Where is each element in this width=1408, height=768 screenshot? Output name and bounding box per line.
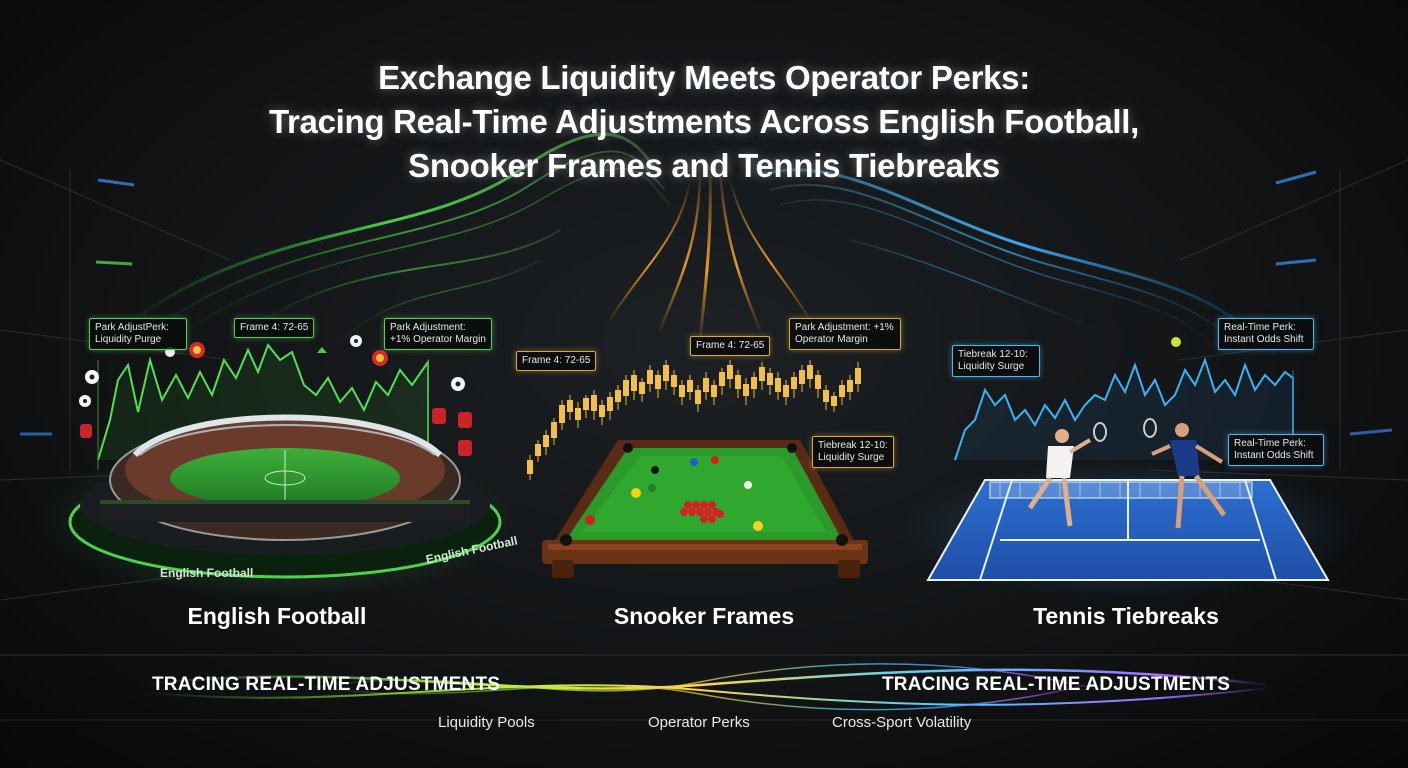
callout-text: Park Adjustment: +1% Operator Margin	[390, 322, 486, 345]
tennis-line-chart	[954, 357, 1294, 461]
gold-energy-plume	[609, 164, 811, 341]
band-label-right: TRACING REAL-TIME ADJUSTMENTS	[882, 674, 1231, 695]
tennis-player-left	[1027, 422, 1107, 527]
blue-energy-swirl	[759, 168, 1282, 381]
football-icons	[79, 335, 472, 456]
tennis-callout-3: Real-Time Perk: Instant Odds Shift	[1228, 434, 1324, 466]
bottom-wave-band	[139, 663, 1271, 711]
football-callout-2: Frame 4: 72-65	[234, 318, 315, 338]
sub-label-operator-perks: Operator Perks	[648, 714, 750, 731]
callout-text: Real-Time Perk: Instant Odds Shift	[1234, 438, 1314, 461]
tennis-section-label: Tennis Tiebreaks	[1033, 603, 1219, 629]
snooker-callout-1: Frame 4: 72-65	[516, 351, 597, 371]
football-callout-1: Park AdjustPerk: Liquidity Purge	[89, 318, 187, 350]
snooker-callout-4: Tiebreak 12-10: Liquidity Surge	[812, 436, 894, 468]
football-section-label: English Football	[187, 603, 367, 629]
title-line-3: Snooker Frames and Tennis Tiebreaks	[408, 147, 1000, 184]
stadium-illustration	[68, 414, 502, 579]
title-line-2: Tracing Real-Time Adjustments Across Eng…	[268, 103, 1140, 140]
tennis-ball-icon	[1171, 337, 1181, 347]
green-energy-swirl	[119, 132, 671, 351]
title-line-1: Exchange Liquidity Meets Operator Perks:	[378, 59, 1030, 96]
side-accents	[20, 170, 1393, 436]
snooker-table-illustration	[542, 440, 868, 578]
snooker-section-label: Snooker Frames	[613, 603, 795, 629]
sub-label-liquidity-pools: Liquidity Pools	[438, 714, 535, 731]
snooker-candlestick-chart	[527, 360, 861, 480]
tennis-court-illustration	[926, 337, 1330, 581]
band-label-left: TRACING REAL-TIME ADJUSTMENTS	[152, 674, 501, 695]
football-callout-3: Park Adjustment: +1% Operator Margin	[384, 318, 492, 350]
football-ribbon-front: English Football	[160, 566, 254, 580]
page-title: Exchange Liquidity Meets Operator Perks:…	[0, 56, 1408, 188]
sub-label-cross-sport-volatility: Cross-Sport Volatility	[832, 714, 972, 731]
callout-text: Tiebreak 12-10: Liquidity Surge	[818, 440, 888, 463]
callout-text: Tiebreak 12-10: Liquidity Surge	[958, 349, 1028, 372]
callout-text: Park Adjustment: +1% Operator Margin	[795, 322, 894, 345]
callout-text: Park AdjustPerk: Liquidity Purge	[95, 322, 169, 345]
tennis-callout-2: Real-Time Perk: Instant Odds Shift	[1218, 318, 1314, 350]
tennis-player-right	[1143, 418, 1227, 529]
callout-text: Real-Time Perk: Instant Odds Shift	[1224, 322, 1304, 345]
snooker-callout-3: Park Adjustment: +1% Operator Margin	[789, 318, 901, 350]
snooker-callout-2: Frame 4: 72-65	[690, 336, 771, 356]
tennis-callout-1: Tiebreak 12-10: Liquidity Surge	[952, 345, 1040, 377]
